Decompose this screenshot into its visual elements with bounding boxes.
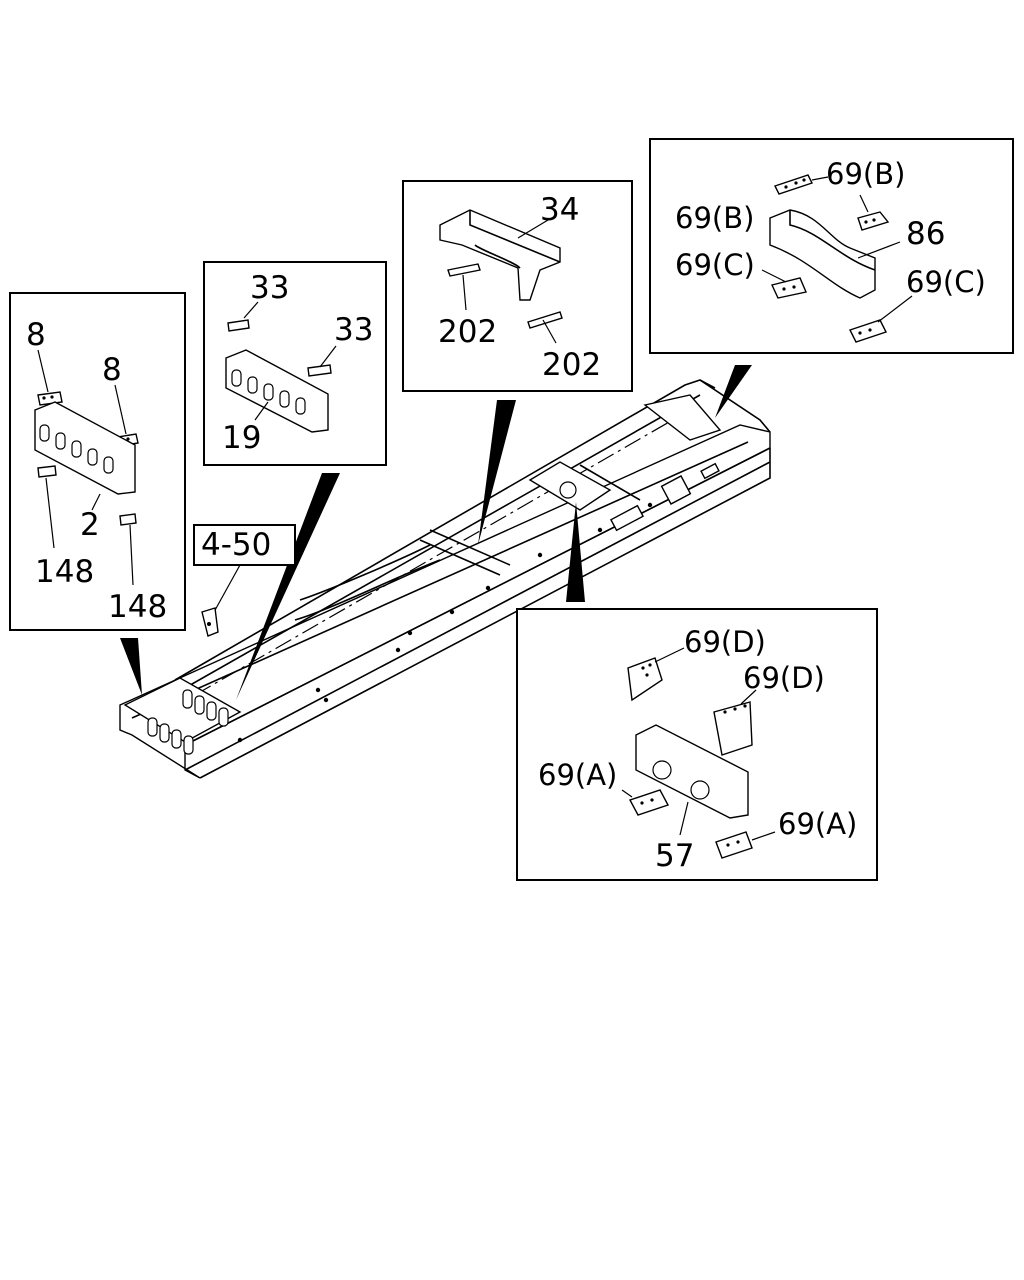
label-8-top: 8 [26,317,46,353]
label-69d-right: 69(D) [743,661,825,695]
label-86: 86 [906,216,945,252]
label-69c-left: 69(C) [675,248,755,282]
label-69b-left: 69(B) [675,201,754,235]
label-69b-top: 69(B) [826,157,905,191]
label-33-right: 33 [334,312,373,348]
label-57: 57 [655,838,694,874]
reference-label: 4-50 [201,527,271,563]
detail-box-crossmember-34: 34 202 202 [402,180,633,392]
reference-4-50: 4-50 [193,524,296,637]
label-19: 19 [222,420,261,456]
chassis-frame [119,379,771,779]
label-148-left: 148 [35,554,94,590]
detail-box-front-crossmember: 8 8 2 148 148 [9,292,186,631]
label-33-top: 33 [250,270,289,306]
label-202-left: 202 [438,314,497,350]
label-8-right: 8 [102,352,122,388]
label-69a-left: 69(A) [538,758,617,792]
detail-box-crossmember-86: 69(B) 69(B) 86 69(C) 69(C) [649,138,1014,354]
label-202-right: 202 [542,347,601,383]
detail-box-crossmember-57: 69(D) 69(D) 69(A) 57 69(A) [516,608,878,881]
pointers [120,365,752,700]
label-148-right: 148 [108,589,167,625]
detail-box-crossmember-19: 33 33 19 [203,261,387,466]
label-69c-right: 69(C) [906,265,986,299]
label-2: 2 [80,507,100,543]
label-69d-top: 69(D) [684,625,766,659]
label-34: 34 [540,192,579,228]
label-69a-right: 69(A) [778,807,857,841]
